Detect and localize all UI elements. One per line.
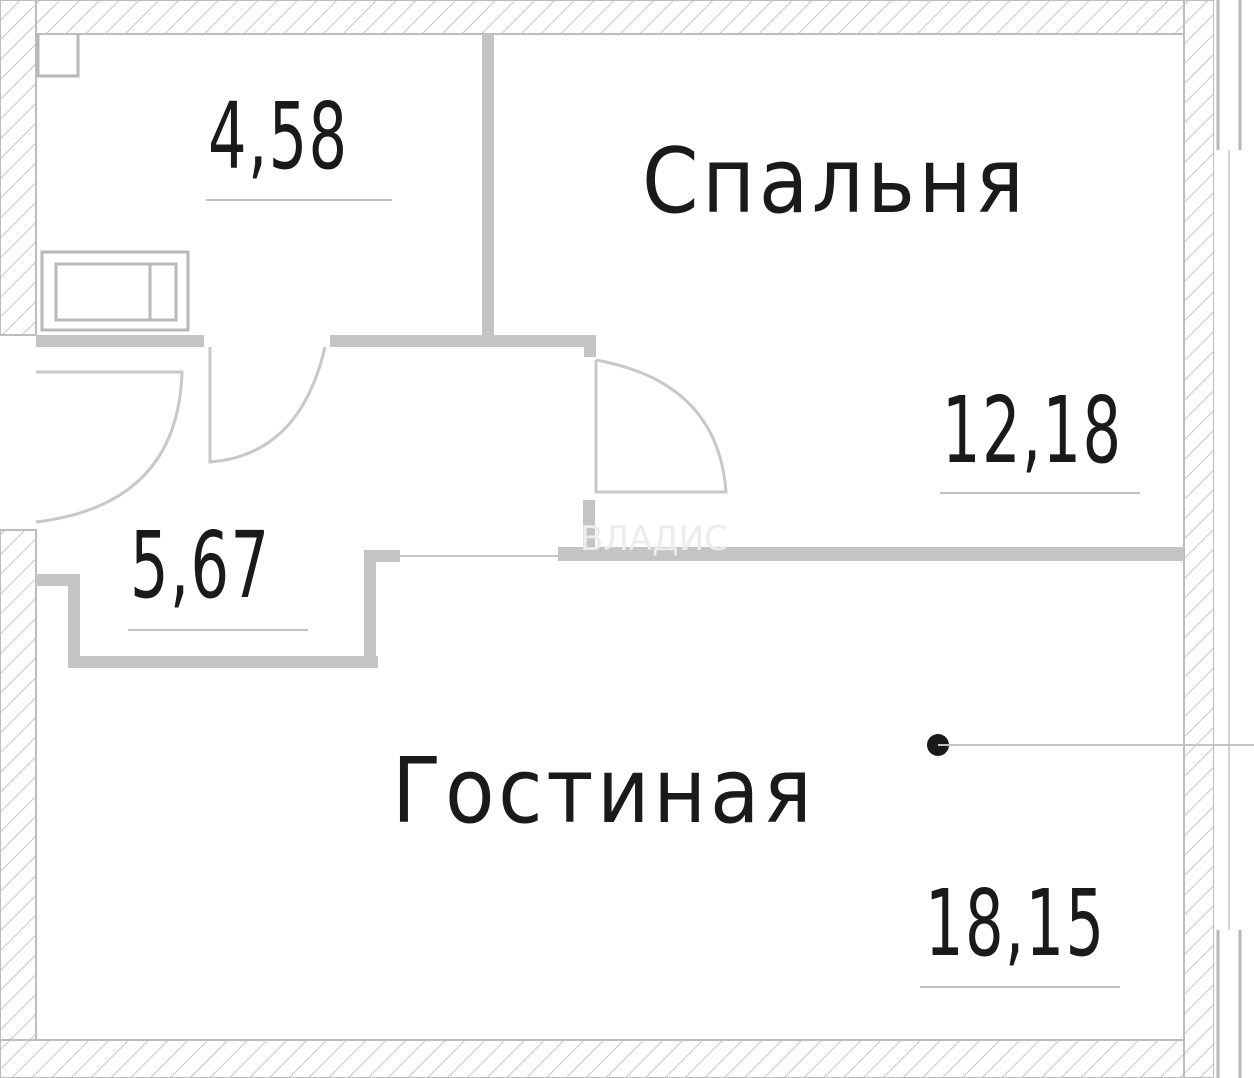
wall-bath-bed	[482, 34, 494, 338]
area-label-hallway: 5,67	[130, 513, 270, 619]
window	[1214, 0, 1254, 1078]
wall-bath-bottom-left	[36, 335, 204, 347]
left-wall-upper	[0, 0, 37, 336]
room-hallway: 5,67	[128, 513, 308, 631]
wall-bath-bottom-right	[330, 335, 596, 347]
room-name-bedroom: Спальня	[642, 130, 1028, 234]
entrance-door-icon	[35, 370, 184, 524]
bedroom-door-icon	[594, 358, 728, 494]
wall-closet-bottom	[68, 656, 378, 668]
right-wall	[1183, 0, 1215, 1078]
wall-closet-topright	[364, 550, 400, 562]
wall-living-bed	[558, 547, 1184, 561]
wall-closet-top	[36, 574, 74, 586]
room-bedroom: Спальня 12,18	[642, 130, 1140, 494]
area-label-bathroom: 4,58	[208, 84, 348, 190]
room-name-living: Гостиная	[392, 740, 815, 844]
top-wall	[0, 0, 1193, 35]
inner-walls	[36, 34, 1184, 668]
room-bathroom: 4,58	[206, 84, 392, 201]
watermark: ВЛАДИС	[580, 519, 728, 559]
area-label-living: 18,15	[925, 871, 1105, 977]
wall-closet-right	[364, 550, 376, 668]
room-living: Гостиная 18,15	[392, 740, 1120, 988]
wall-closet-left	[68, 574, 80, 666]
marker-point	[927, 734, 1254, 756]
bottom-wall	[0, 1039, 1193, 1078]
vent-shaft-icon	[36, 34, 80, 78]
wall-door-jamb	[584, 335, 596, 357]
wall-jamb-lower	[583, 500, 595, 552]
bathroom-door-icon	[208, 346, 327, 464]
bathtub-icon	[40, 250, 190, 332]
outer-walls	[0, 0, 1215, 1078]
area-label-bedroom: 12,18	[942, 378, 1122, 484]
left-wall-lower	[0, 529, 37, 1078]
